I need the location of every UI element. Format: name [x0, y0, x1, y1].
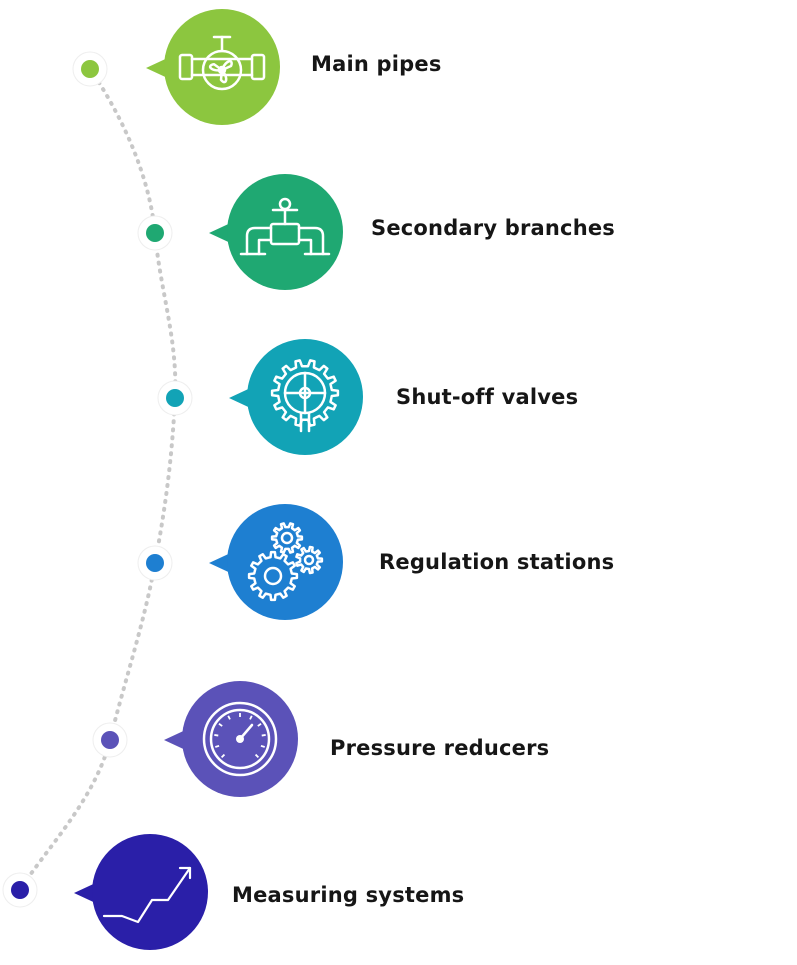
timeline-step — [157, 339, 363, 455]
timeline-node-dot — [101, 731, 119, 749]
step-label-secondary-branches: Secondary branches — [371, 216, 616, 240]
timeline-step — [72, 9, 280, 125]
step-label-shut-off-valves: Shut-off valves — [396, 385, 579, 409]
step-label-regulation-stations: Regulation stations — [379, 550, 615, 574]
pressure-gauge-icon — [202, 701, 278, 777]
dotted-connector-line — [18, 67, 178, 892]
timeline-step — [2, 834, 208, 950]
timeline-node-dot — [166, 389, 184, 407]
timeline-node-dot — [146, 224, 164, 242]
timeline-step — [137, 504, 343, 620]
icon-bubble — [92, 834, 208, 950]
icon-bubble — [227, 174, 343, 290]
timeline-node-dot — [11, 881, 29, 899]
trend-chart-icon — [102, 866, 192, 924]
timeline-node-dot — [81, 60, 99, 78]
step-label-pressure-reducers: Pressure reducers — [330, 736, 550, 760]
step-label-main-pipes: Main pipes — [311, 52, 442, 76]
valve-pipe-icon — [239, 197, 331, 256]
timeline-step — [92, 681, 298, 797]
gears-icon — [247, 522, 324, 602]
step-label-measuring-systems: Measuring systems — [232, 883, 465, 907]
timeline-node-dot — [146, 554, 164, 572]
valve-wheel-icon — [270, 359, 340, 433]
pipe-fan-icon — [178, 35, 266, 91]
timeline-step — [137, 174, 343, 290]
